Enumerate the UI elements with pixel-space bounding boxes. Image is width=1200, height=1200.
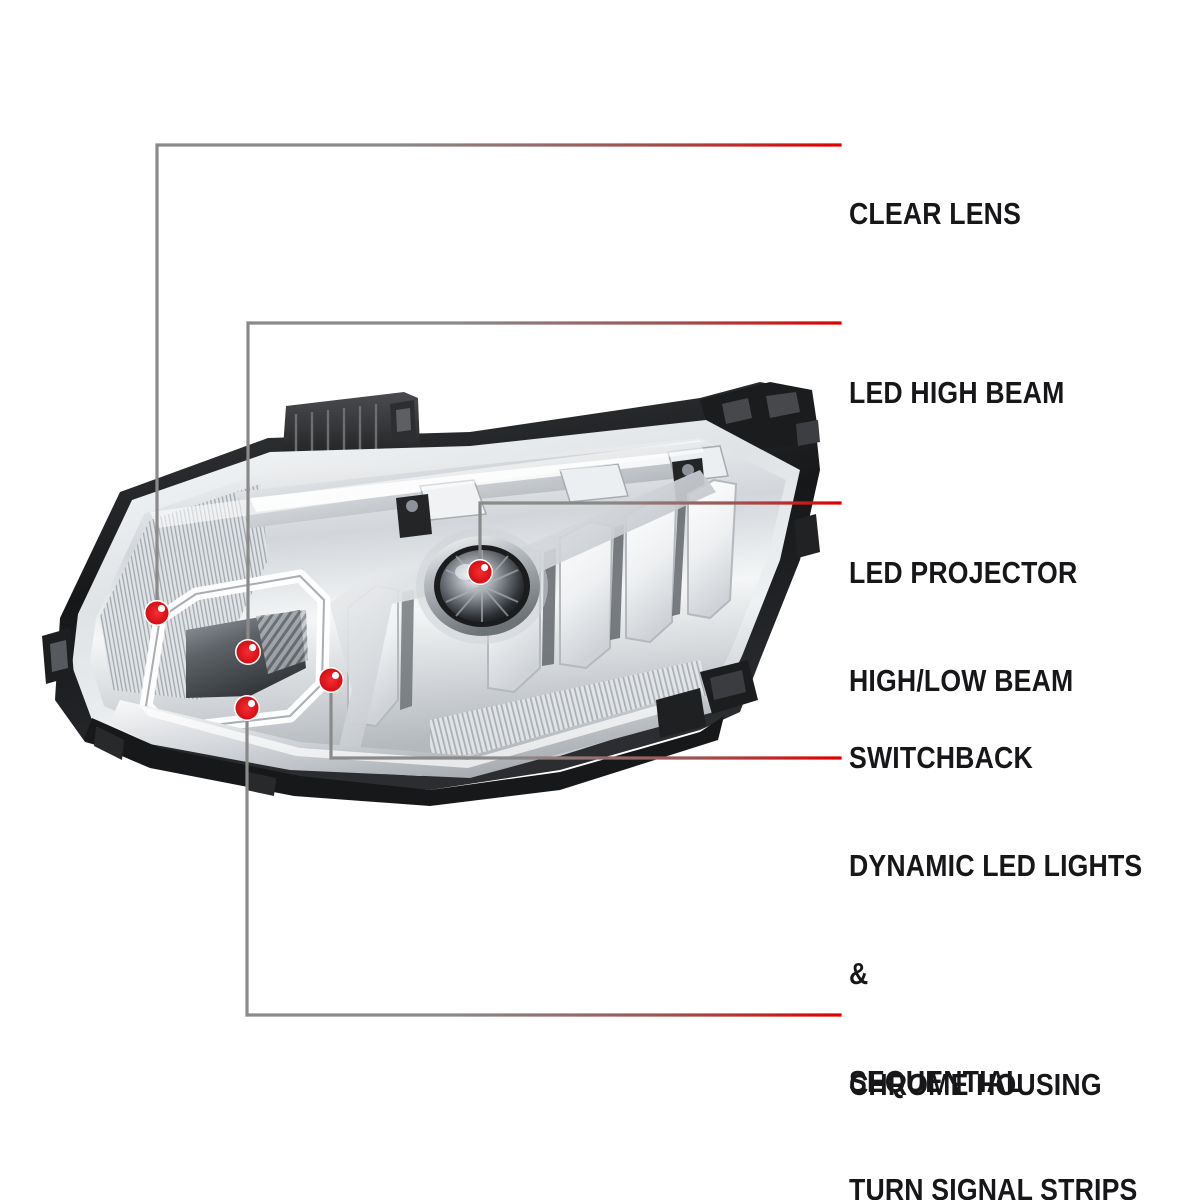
bracket-cutout-1	[722, 398, 752, 424]
callout-dot-led-high-beam[interactable]	[235, 639, 261, 665]
callout-text-line: LED HIGH BEAM	[849, 375, 1065, 410]
callout-text-line: SEQUENTIAL	[849, 1064, 1023, 1099]
callout-text-line: SWITCHBACK	[849, 740, 1033, 775]
callout-text-line: CHROME HOUSING	[849, 1067, 1102, 1102]
side-clip-right	[794, 514, 820, 558]
callout-text-line: TURN SIGNAL STRIPS	[849, 1172, 1138, 1200]
leader-line-chrome-housing	[245, 706, 842, 1017]
leader-line-led-high-beam	[246, 321, 842, 654]
inner-reflector-pocket-hatch	[256, 610, 308, 674]
callout-label-clear-lens: CLEAR LENS	[849, 124, 1021, 304]
bracket-cutout-2	[766, 392, 800, 418]
callout-dot-led-projector[interactable]	[467, 559, 493, 585]
side-clip-left-detail	[50, 640, 68, 672]
callout-label-led-projector: LED PROJECTOR HIGH/LOW BEAM	[849, 483, 1077, 771]
lower-chrome-trim-highlight	[140, 696, 694, 768]
main-light-guide-sweep	[330, 470, 716, 766]
mounting-tab-bottom-left	[94, 726, 124, 760]
callout-label-switchback: SWITCHBACK DYNAMIC LED LIGHTS & SEQUENTI…	[849, 668, 1142, 1200]
connector-block-detail	[710, 670, 746, 700]
callout-dot-clear-lens[interactable]	[144, 600, 170, 626]
leader-line-switchback	[329, 678, 842, 760]
headlight-assembly-illustration	[42, 382, 820, 806]
leader-line-clear-lens	[155, 143, 842, 615]
callout-text-line: DYNAMIC LED LIGHTS	[849, 848, 1143, 883]
mounting-tab-bottom-right	[656, 688, 706, 738]
callout-label-chrome-housing: CHROME HOUSING	[849, 995, 1102, 1175]
led-projector-assembly	[416, 528, 548, 644]
screw-head-left	[406, 500, 418, 512]
lens-specular-highlight	[150, 440, 704, 528]
reflector-ribs-lower-right	[430, 660, 712, 760]
bracket-tab-right	[796, 420, 820, 446]
callout-dots	[144, 559, 493, 721]
callout-text-line: HIGH/LOW BEAM	[849, 663, 1074, 698]
lower-chrome-trim	[110, 690, 714, 778]
housing-bottom-edge	[84, 716, 724, 806]
leader-line-led-projector	[478, 501, 842, 574]
mounting-tab-bottom-center	[246, 772, 276, 796]
callout-leader-lines	[155, 143, 842, 1017]
callout-text-line: CLEAR LENS	[849, 196, 1022, 231]
callout-label-led-high-beam: LED HIGH BEAM	[849, 303, 1065, 483]
screw-head-right	[682, 464, 694, 476]
callout-text-line: &	[849, 956, 869, 991]
adjuster-screw-left	[396, 494, 432, 538]
callout-text-line: LED PROJECTOR	[849, 555, 1078, 590]
callout-dot-chrome-housing[interactable]	[234, 695, 260, 721]
callout-dot-switchback[interactable]	[318, 667, 344, 693]
